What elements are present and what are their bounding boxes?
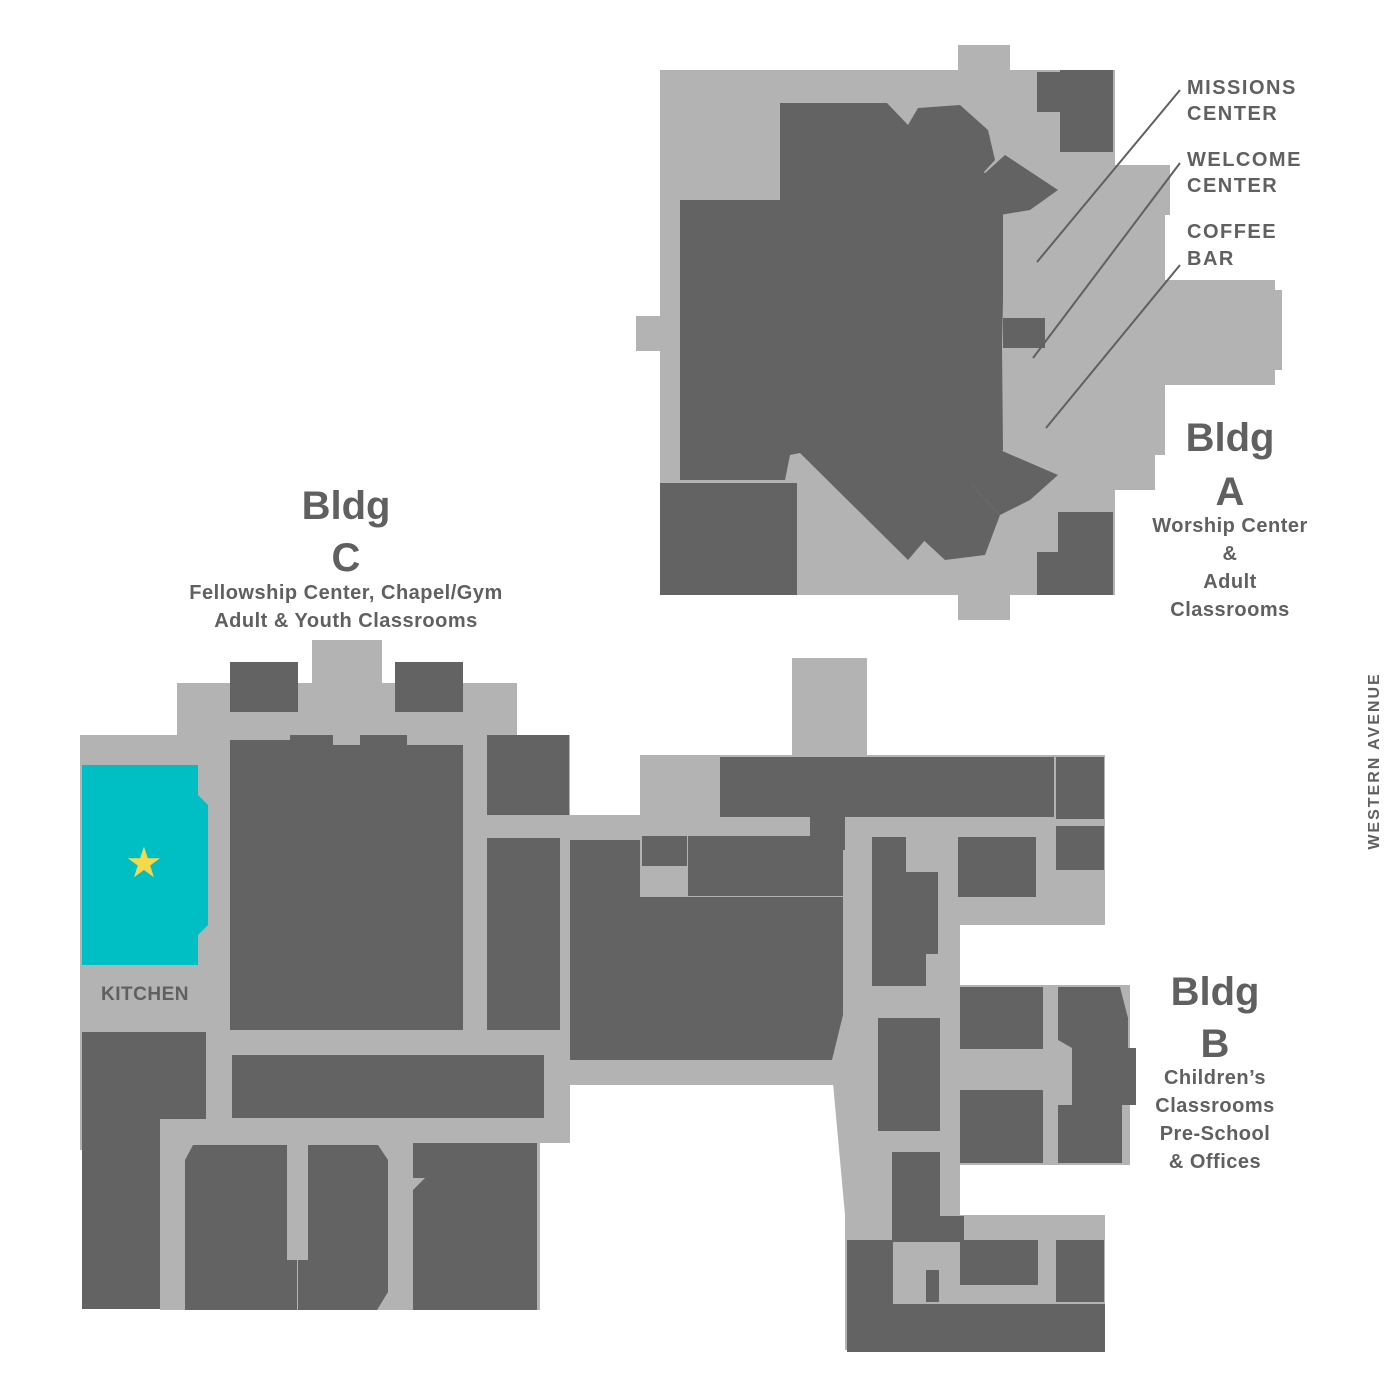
bldg-a-description-3: Adult xyxy=(1203,571,1257,593)
bldg-a-description-4: Classrooms xyxy=(1170,599,1290,621)
bldg-a-description-2: & xyxy=(1222,543,1238,565)
bldg-c-description-2: Adult & Youth Classrooms xyxy=(214,610,478,632)
callout-missions-1: MISSIONS xyxy=(1187,77,1297,99)
callout-welcome-2: CENTER xyxy=(1187,175,1279,197)
callout-missions-2: CENTER xyxy=(1187,103,1279,125)
highlighted-room xyxy=(82,765,208,965)
bldg-a-description-1: Worship Center xyxy=(1152,515,1308,537)
bldg-c-letter: C xyxy=(331,536,361,580)
building-b xyxy=(845,835,1136,1352)
callout-coffee-2: BAR xyxy=(1187,248,1235,270)
worship-center xyxy=(680,103,1003,560)
bldg-a-letter: A xyxy=(1215,470,1245,514)
bldg-b-letter: B xyxy=(1200,1022,1230,1066)
kitchen-label: KITCHEN xyxy=(101,984,189,1005)
bldg-b-description-2: Classrooms xyxy=(1155,1095,1275,1117)
bldg-c-title: Bldg xyxy=(301,484,391,528)
star-marker-icon: ★ xyxy=(125,838,163,887)
bldg-a-title: Bldg xyxy=(1185,416,1275,460)
building-c xyxy=(80,640,570,1310)
callout-welcome-1: WELCOME xyxy=(1187,149,1302,171)
room-a-southwest xyxy=(660,483,797,595)
chapel-gym xyxy=(230,735,463,1030)
callout-coffee-1: COFFEE xyxy=(1187,221,1278,243)
bldg-b-description-3: Pre-School xyxy=(1159,1123,1271,1145)
bldg-b-description-4: & Offices xyxy=(1168,1151,1262,1173)
bldg-b-description-1: Children’s xyxy=(1163,1067,1267,1089)
building-a xyxy=(636,45,1282,620)
street-label: WESTERN AVENUE xyxy=(1366,672,1383,850)
large-hall xyxy=(570,840,843,1060)
bldg-b-title: Bldg xyxy=(1170,970,1260,1014)
bldg-c-description-1: Fellowship Center, Chapel/Gym xyxy=(189,582,503,604)
